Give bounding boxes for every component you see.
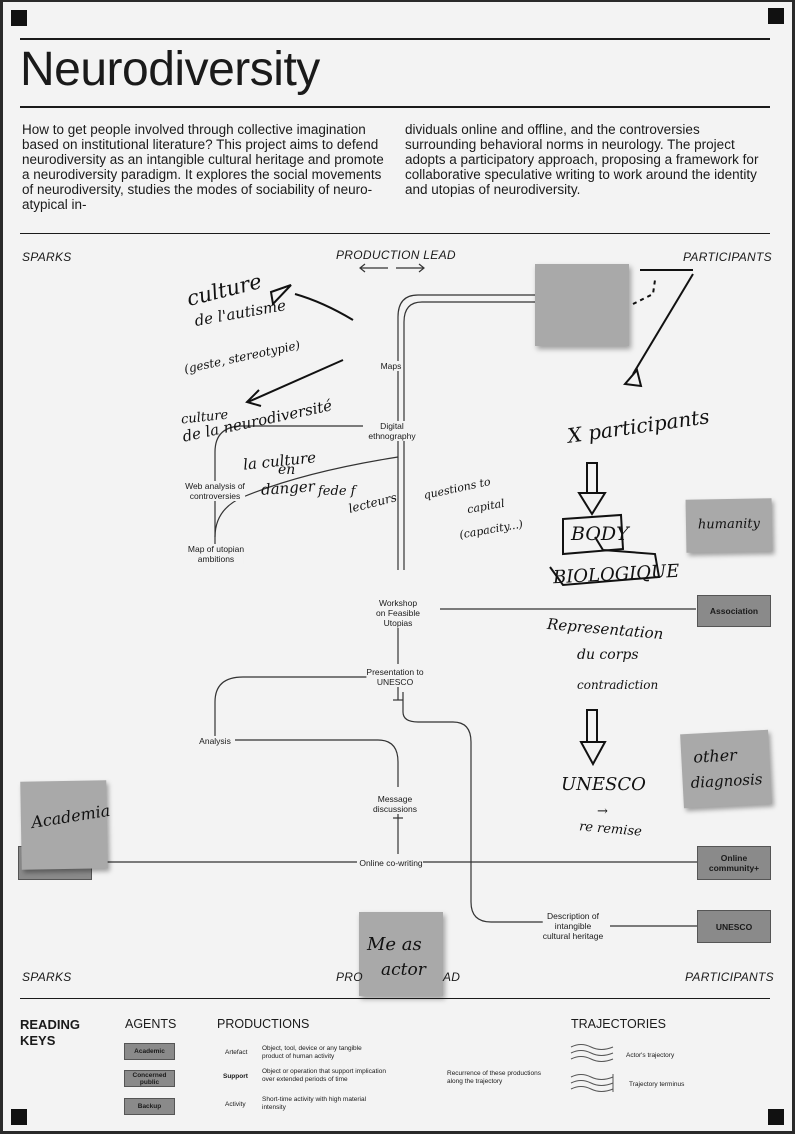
node-online-co-writing: Online co-writing — [359, 858, 423, 868]
key-trajectory-terminus: Trajectory terminus — [629, 1081, 685, 1088]
handwritten-culture-en-danger-3: danger — [260, 477, 316, 499]
key-actors-trajectory: Actor's trajectory — [626, 1052, 675, 1059]
production-lead-label-top: PRODUCTION LEAD — [336, 248, 456, 262]
handwritten-culture-en-danger-4: fede f — [318, 484, 356, 499]
intro-column-left: How to get people involved through colle… — [22, 122, 384, 212]
handwritten-representation-2: du corps — [577, 647, 639, 663]
key-rule — [20, 998, 770, 999]
sparks-label-top: SPARKS — [22, 250, 72, 264]
top-rule — [20, 38, 770, 40]
key-backup: Backup — [124, 1098, 175, 1115]
participants-label-top: PARTICIPANTS — [683, 250, 772, 264]
participants-label-bottom: PARTICIPANTS — [685, 970, 774, 984]
registration-mark — [768, 8, 784, 24]
trajectory-key-icons — [570, 1044, 614, 1092]
sticky-note-participant — [535, 264, 629, 346]
sparks-label-bottom: SPARKS — [22, 970, 72, 984]
section-rule — [20, 233, 770, 234]
key-artefact-label: Artefact — [225, 1049, 248, 1056]
key-activity-label: Activity — [225, 1101, 246, 1108]
agents-heading: AGENTS — [125, 1017, 177, 1031]
handwritten-culture-en-danger-2: en — [278, 462, 296, 478]
key-activity-desc: Short-time activity with high material i… — [262, 1096, 367, 1111]
sticky-note-me-as-actor-line2: actor — [381, 960, 426, 980]
key-recurrence-desc: Recurrence of these productions along th… — [447, 1070, 541, 1085]
handwritten-body: BODY — [571, 523, 629, 545]
sticky-note-academia: Academia — [20, 780, 111, 870]
agent-association: Association — [697, 595, 771, 627]
key-artefact-desc: Object, tool, device or any tangible pro… — [262, 1045, 362, 1060]
sticky-note-me-as-actor: Me as actor — [359, 912, 443, 996]
agent-unesco: UNESCO — [697, 910, 771, 943]
sticky-note-humanity: humanity — [685, 498, 773, 553]
handwritten-representation-3: contradiction — [577, 678, 659, 692]
handwritten-re-mise-1: → — [597, 804, 608, 819]
production-lead-label-bottom: PRO — [336, 970, 363, 984]
handwritten-unesco: UNESCO — [561, 774, 646, 795]
intro-column-right: dividuals online and offline, and the co… — [405, 122, 759, 197]
sticky-note-other-diagnosis-line2: diagnosis — [690, 770, 763, 792]
trajectories-heading: TRAJECTORIES — [571, 1017, 666, 1031]
key-support-label: Support — [223, 1073, 248, 1080]
node-maps: Maps — [380, 361, 402, 371]
title-rule — [20, 106, 770, 108]
poster-title: Neurodiversity — [20, 43, 320, 96]
node-analysis: Analysis — [199, 736, 231, 746]
registration-mark — [11, 10, 27, 26]
sticky-note-me-as-actor-line1: Me as — [367, 934, 422, 955]
trajectory-diagram — [91, 263, 697, 983]
sticky-note-humanity-text: humanity — [697, 516, 761, 533]
sticky-note-academia-text: Academia — [29, 800, 112, 832]
production-lead-label-bottom-end: AD — [443, 970, 461, 984]
key-academic: Academic — [124, 1043, 175, 1060]
productions-heading: PRODUCTIONS — [217, 1017, 310, 1031]
poster: Neurodiversity How to get people involve… — [3, 2, 792, 1131]
sticky-note-other-diagnosis-line1: other — [692, 745, 738, 767]
sticky-note-other-diagnosis: other diagnosis — [680, 729, 772, 809]
registration-mark — [768, 1109, 784, 1125]
key-support-desc: Object or operation that support implica… — [262, 1068, 386, 1083]
registration-mark — [11, 1109, 27, 1125]
